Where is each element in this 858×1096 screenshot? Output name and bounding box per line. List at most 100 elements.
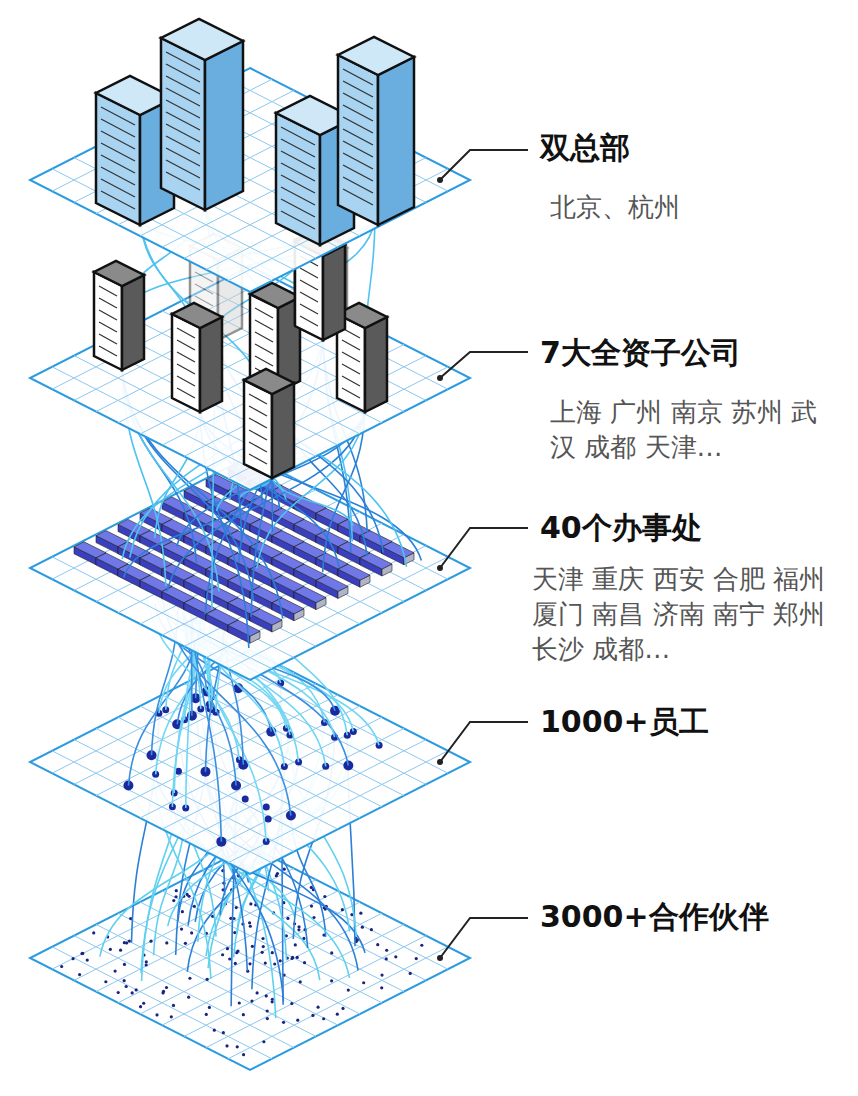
partner-dot: [256, 991, 259, 994]
grid-line: [96, 490, 316, 602]
partner-dot: [174, 895, 177, 898]
partner-dot: [370, 928, 373, 931]
partner-dot: [181, 910, 184, 913]
partner-dot: [415, 957, 418, 960]
grid-line: [118, 717, 338, 829]
window-line: [343, 165, 373, 181]
window-line: [342, 364, 360, 374]
window-line: [300, 268, 318, 278]
grid-line: [140, 512, 360, 624]
face: [122, 275, 144, 370]
window-line: [343, 129, 373, 145]
partner-dot: [206, 978, 209, 981]
window-line: [99, 322, 117, 332]
partner-dot: [242, 1053, 245, 1056]
window-line: [255, 332, 273, 342]
window-line: [177, 376, 195, 386]
partner-dot: [125, 985, 128, 988]
partner-dot: [145, 963, 148, 966]
partner-dot: [188, 977, 191, 980]
partner-dot: [172, 899, 175, 902]
partner-dot: [261, 951, 264, 954]
grid-line: [206, 936, 426, 1048]
grid-line: [74, 936, 294, 1048]
partner-dot: [330, 951, 333, 954]
layer-title: 7大全资子公司: [540, 333, 850, 374]
window-line: [343, 81, 373, 97]
window-line: [342, 388, 360, 398]
partner-dot: [271, 998, 274, 1001]
window-line: [343, 93, 373, 109]
partner-dot: [248, 962, 251, 965]
partner-dot: [385, 949, 388, 952]
leader-line: [440, 722, 528, 762]
partner-dot: [162, 990, 165, 993]
window-line: [342, 340, 360, 350]
partner-dot: [380, 974, 383, 977]
partner-dot: [248, 921, 251, 924]
partner-dot: [71, 957, 74, 960]
partner-dot: [242, 1013, 245, 1016]
partner-dot: [291, 956, 294, 959]
partner-dot: [123, 963, 126, 966]
grid-line: [184, 728, 404, 840]
partner-dot: [190, 931, 193, 934]
window-line: [177, 340, 195, 350]
window-line: [249, 430, 267, 440]
grid-line: [206, 356, 426, 468]
partner-dot: [409, 972, 412, 975]
window-line: [249, 394, 267, 404]
grid-line: [184, 924, 404, 1036]
partner-dot: [279, 959, 282, 962]
window-line: [343, 189, 373, 205]
partner-dot: [145, 960, 148, 963]
partner-dot: [296, 1019, 299, 1022]
grid-line: [140, 902, 360, 1014]
face: [323, 245, 345, 340]
partner-dot: [271, 951, 274, 954]
window-line: [195, 284, 213, 294]
partner-dot: [86, 958, 89, 961]
partner-dot: [117, 991, 120, 994]
window-line: [249, 406, 267, 416]
partner-dot: [296, 956, 299, 959]
grid-line: [52, 367, 272, 479]
link-line: [272, 478, 353, 526]
face: [94, 261, 144, 286]
partner-dot: [266, 1017, 269, 1020]
partner-dot: [165, 941, 168, 944]
partner-dot: [92, 931, 95, 934]
partner-dot: [394, 955, 397, 958]
grid-line: [74, 740, 294, 852]
partner-dot: [294, 943, 297, 946]
link-line: [271, 478, 273, 532]
partner-dot: [261, 937, 264, 940]
grid-line: [228, 557, 448, 669]
partner-dot: [236, 949, 239, 952]
partner-dot: [78, 973, 81, 976]
partner-dot: [226, 947, 229, 950]
leader-line: [440, 528, 528, 568]
leader-line: [440, 150, 528, 180]
grid-line: [74, 478, 294, 590]
partner-dot: [236, 1045, 239, 1048]
subsidiaries-plane: [30, 266, 470, 490]
grid-line: [118, 333, 338, 445]
partner-dot: [323, 895, 326, 898]
window-line: [249, 454, 267, 464]
window-line: [300, 292, 318, 302]
layer-title: 1000+员工: [540, 702, 850, 743]
partner-dot: [123, 979, 126, 982]
partner-dot: [282, 1021, 285, 1024]
window-line: [177, 388, 195, 398]
window-line: [343, 105, 373, 121]
partner-dot: [180, 927, 183, 930]
window-line: [343, 177, 373, 193]
partner-dot: [109, 948, 112, 951]
face: [161, 38, 205, 210]
partner-dot: [205, 1013, 208, 1016]
partner-dot: [385, 957, 388, 960]
employee-dot: [242, 796, 249, 803]
partner-dot: [251, 945, 254, 948]
grid-line: [52, 751, 272, 863]
